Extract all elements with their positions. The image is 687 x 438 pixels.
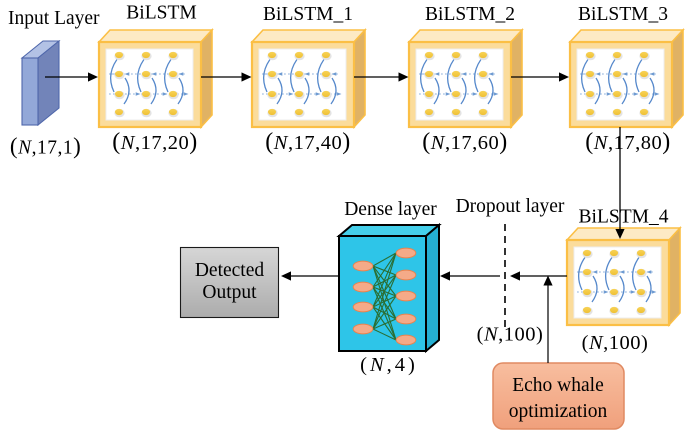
svg-text:BiLSTM_1: BiLSTM_1 [263,4,353,25]
svg-text:BiLSTM: BiLSTM [126,3,196,24]
svg-text:optimization: optimization [509,401,608,422]
svg-text:BiLSTM_3: BiLSTM_3 [578,4,668,25]
svg-text:(N,4): (N,4) [360,354,418,376]
svg-text:Dense layer: Dense layer [344,199,437,220]
svg-text:Detected: Detected [195,260,265,281]
svg-text:(N,17,80): (N,17,80) [585,129,670,155]
svg-text:BiLSTM_4: BiLSTM_4 [579,207,669,228]
svg-text:(N,17,60): (N,17,60) [422,129,507,155]
svg-text:Input Layer: Input Layer [8,8,100,29]
svg-text:(N,17,20): (N,17,20) [112,129,197,155]
svg-text:(N,100): (N,100) [477,324,544,346]
svg-text:Echo whale: Echo whale [512,375,604,396]
svg-text:BiLSTM_2: BiLSTM_2 [425,4,515,25]
svg-text:Dropout layer: Dropout layer [456,196,565,217]
svg-text:(N,100): (N,100) [582,332,649,354]
svg-text:Output: Output [202,282,257,303]
svg-text:(N,17,40): (N,17,40) [265,129,350,155]
svg-text:(N,17,1): (N,17,1) [10,134,81,159]
